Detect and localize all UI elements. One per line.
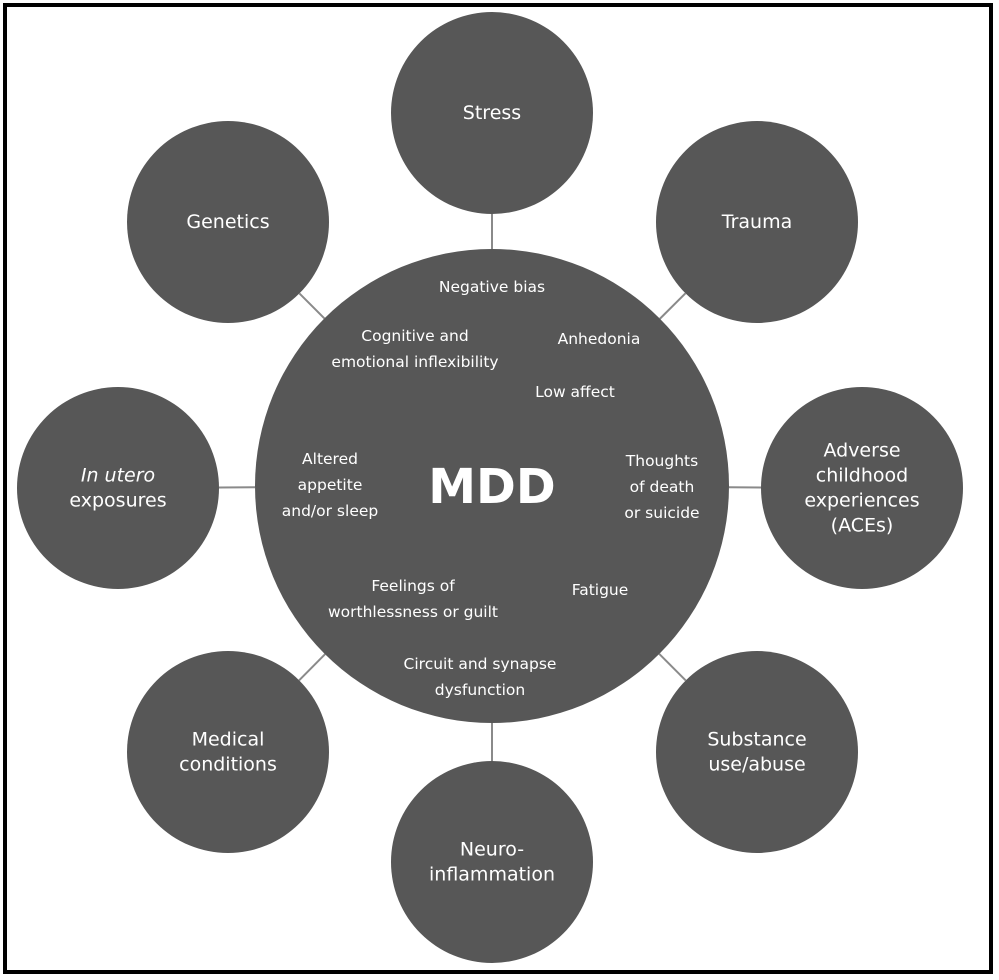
- symptom-label: Fatigue: [572, 581, 629, 599]
- factor-circle: [391, 12, 593, 214]
- factor-circle: [127, 121, 329, 323]
- factor-label-line: experiences: [804, 490, 919, 512]
- factor-label-line: In utero: [81, 465, 155, 487]
- symptom-label-line: worthlessness or guilt: [328, 603, 498, 621]
- factor-label: Neuro-inflammation: [429, 839, 555, 886]
- symptom-label-line: Negative bias: [439, 278, 545, 296]
- symptom-label: Anhedonia: [558, 330, 641, 348]
- symptom-label-line: or suicide: [624, 504, 699, 522]
- factor-label-line: inflammation: [429, 864, 555, 886]
- symptom-label-line: Anhedonia: [558, 330, 641, 348]
- mdd-center-circle: [255, 249, 729, 723]
- factor-circle: [656, 651, 858, 853]
- factor-label-line: Neuro-: [460, 839, 524, 861]
- factor-label: Stress: [463, 102, 521, 124]
- factor-label: Medical conditions: [179, 729, 277, 776]
- factor-label-line: Medical: [192, 729, 265, 751]
- factor-circle: [656, 121, 858, 323]
- symptom-label: Negative bias: [439, 278, 545, 296]
- symptom-label-line: and/or sleep: [282, 502, 378, 520]
- factor-circle: [761, 387, 963, 589]
- symptom-label-line: appetite: [298, 476, 363, 494]
- factor-label-line: (ACEs): [831, 515, 894, 537]
- symptom-label-line: Fatigue: [572, 581, 629, 599]
- symptom-label: Thoughts of death or suicide: [624, 452, 699, 522]
- connector-line: [298, 292, 326, 320]
- factor-circle: [17, 387, 219, 589]
- symptom-label-line: of death: [630, 478, 695, 496]
- factor-label-line: childhood: [816, 465, 908, 487]
- mdd-title: MDD: [428, 459, 555, 515]
- factor-circle: [391, 761, 593, 963]
- factor-circle: [127, 651, 329, 853]
- symptom-label-line: Feelings of: [371, 577, 455, 595]
- symptom-label: Circuit and synapse dysfunction: [404, 655, 557, 699]
- factor-label: Trauma: [721, 211, 792, 233]
- factor-label-line: Trauma: [721, 211, 792, 233]
- symptom-label-line: Thoughts: [625, 452, 698, 470]
- symptom-label-line: Low affect: [535, 383, 615, 401]
- factor-label: Substance use/abuse: [707, 729, 806, 776]
- factor-label: Adverse childhood experiences (ACEs): [804, 440, 919, 537]
- factor-label-line: Stress: [463, 102, 521, 124]
- factor-label: In utero exposures: [69, 465, 166, 512]
- symptom-label-line: Cognitive and: [361, 327, 468, 345]
- factor-label-line: use/abuse: [708, 754, 805, 776]
- factor-label-line: Genetics: [186, 211, 269, 233]
- symptom-label: Cognitive and emotional inflexibility: [331, 327, 498, 371]
- symptom-label: Feelings of worthlessness or guilt: [328, 577, 498, 621]
- connector-line: [658, 653, 687, 682]
- factor-label-line: Substance: [707, 729, 806, 751]
- factor-label: Genetics: [186, 211, 269, 233]
- frame-border: [3, 3, 993, 974]
- symptom-label-line: Circuit and synapse: [404, 655, 557, 673]
- connector-line: [298, 653, 326, 682]
- factor-label-line: exposures: [69, 490, 166, 512]
- symptom-label-line: emotional inflexibility: [331, 353, 498, 371]
- symptom-label-line: dysfunction: [435, 681, 525, 699]
- symptom-label: Low affect: [535, 383, 615, 401]
- factor-label-line: Adverse: [823, 440, 900, 462]
- symptom-label-line: Altered: [302, 450, 358, 468]
- factor-label-line: conditions: [179, 754, 277, 776]
- symptom-label: Altered appetite and/or sleep: [282, 450, 378, 520]
- connector-line: [659, 292, 687, 320]
